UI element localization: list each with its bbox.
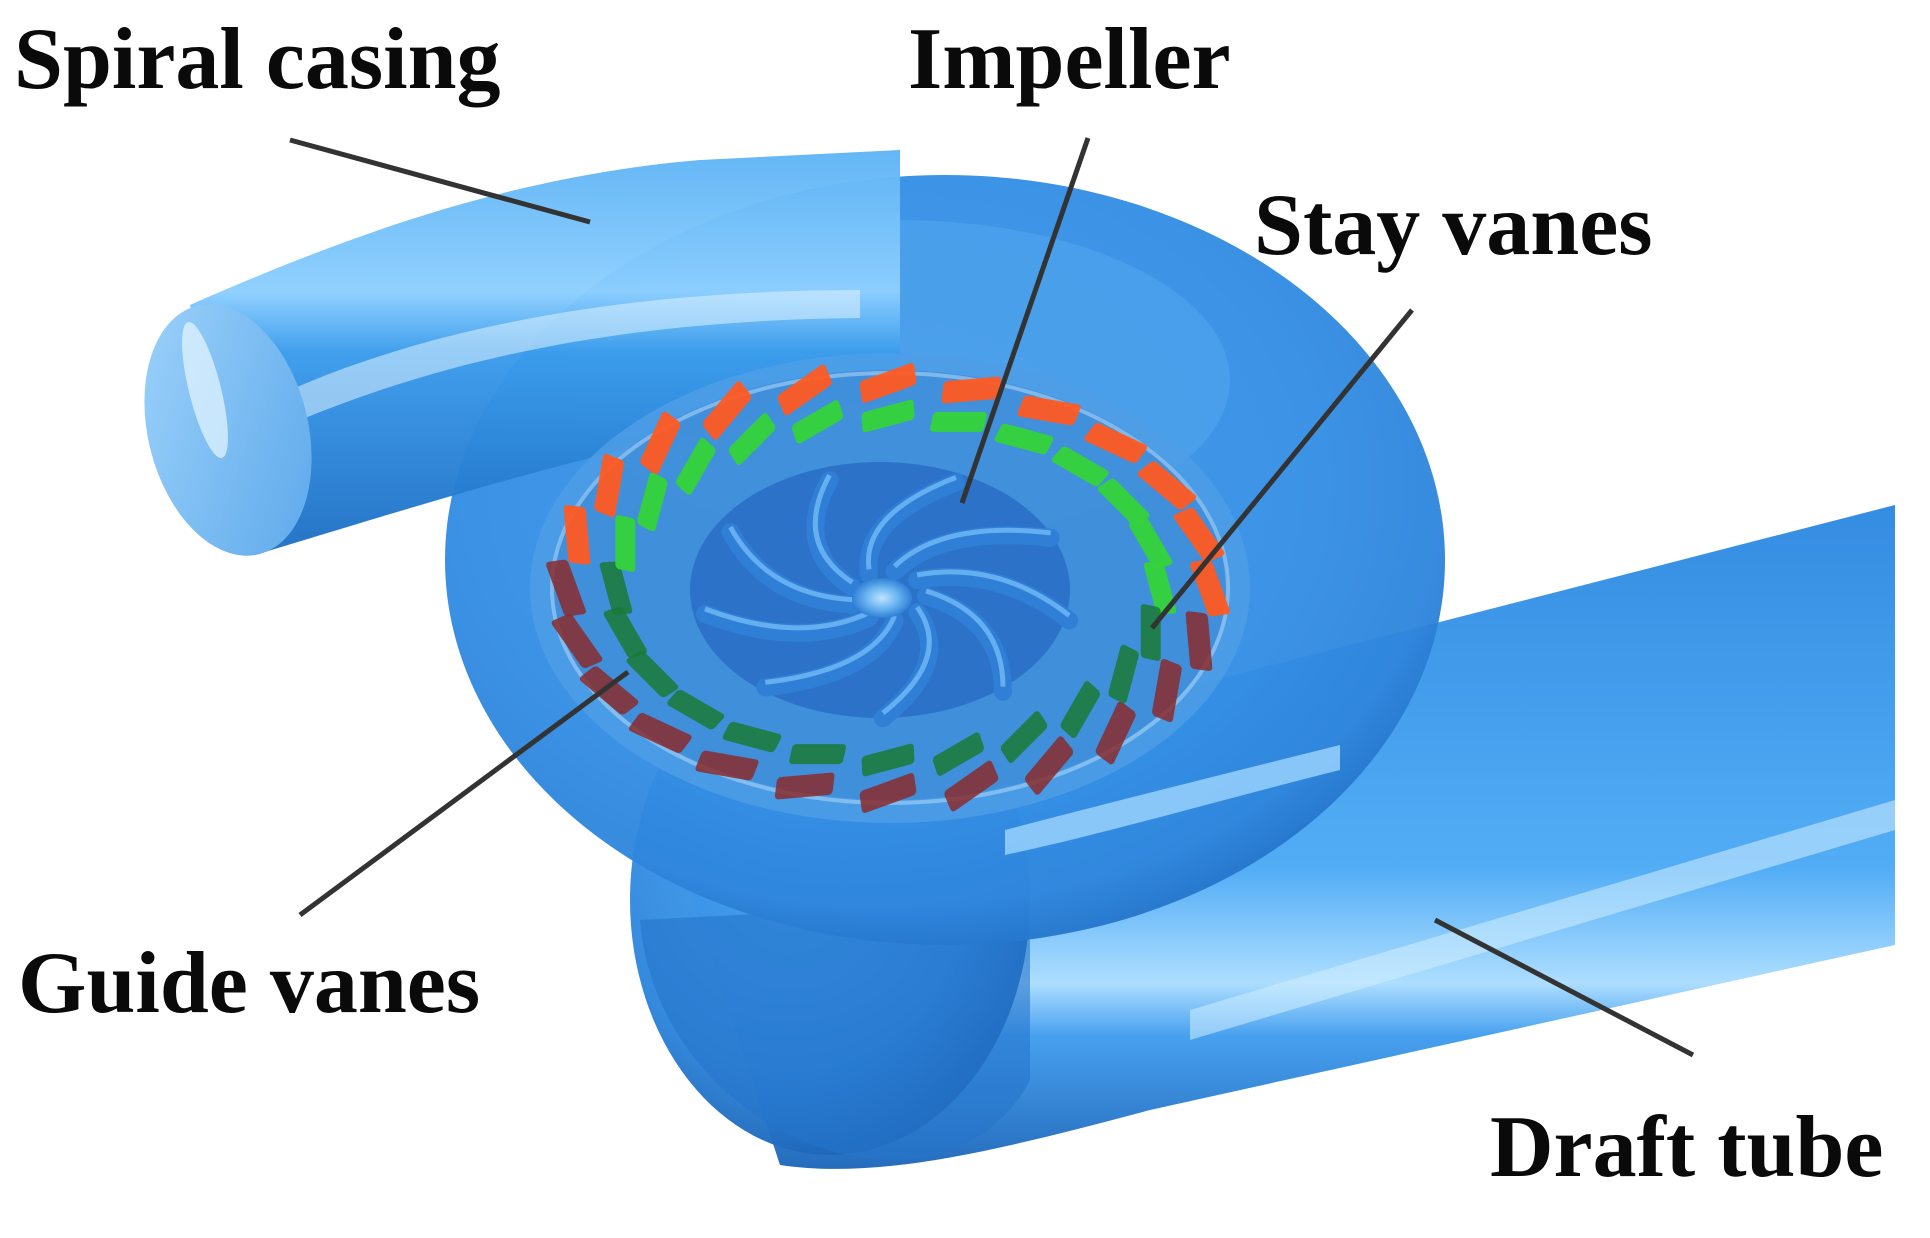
impeller-blade <box>756 611 904 697</box>
guide-vane-ring <box>599 399 1177 777</box>
stay-vane <box>1190 559 1230 617</box>
impeller-blade-highlight <box>881 605 932 716</box>
stay-vane-ring <box>546 363 1230 813</box>
guide-vane <box>861 399 915 433</box>
impeller-blade <box>721 523 862 614</box>
stay-vane <box>546 559 586 617</box>
guide-vane <box>861 743 915 777</box>
stay-vane <box>1185 611 1213 671</box>
stay-vane <box>944 760 999 812</box>
guide-vane <box>930 411 987 432</box>
impeller-blade-highlight <box>865 475 957 570</box>
guide-vane <box>603 606 648 659</box>
stay-vane <box>695 750 759 781</box>
impeller-blade-highlight <box>925 588 1006 687</box>
guide-vane <box>1060 681 1100 739</box>
label-stay-vanes: Stay vanes <box>1254 177 1653 274</box>
impeller-blade-highlight <box>812 474 854 585</box>
impeller-blade <box>908 567 1079 630</box>
impeller-blade-highlight <box>704 606 871 631</box>
stay-vane <box>579 666 639 715</box>
label-guide-vanes: Guide vanes <box>18 935 481 1032</box>
stay-vane <box>563 505 591 565</box>
leader-line-impeller <box>959 137 1091 504</box>
stay-vane <box>640 411 681 475</box>
stay-vane <box>1024 736 1074 795</box>
impeller-blade <box>885 526 1060 581</box>
guide-vane <box>792 400 844 444</box>
guide-vane <box>1097 478 1150 526</box>
draft-tube-highlight <box>1190 800 1895 1040</box>
leader-line-spiral-casing <box>289 137 591 225</box>
stay-vane <box>1137 461 1197 510</box>
guide-vane <box>676 437 716 495</box>
guide-vane <box>1140 604 1161 661</box>
guide-vane <box>728 413 776 465</box>
stay-vane <box>941 376 1002 404</box>
guide-vane <box>599 561 633 615</box>
stay-vane <box>594 453 624 518</box>
guide-vane <box>626 650 679 698</box>
stay-vane <box>702 381 752 440</box>
impeller-hub <box>852 578 912 618</box>
leader-line-stay-vanes <box>1150 308 1414 630</box>
impeller-blade-highlight <box>916 569 1071 618</box>
stay-vane <box>551 614 603 669</box>
guide-vane <box>667 689 725 730</box>
stay-vane <box>859 773 917 813</box>
impeller-blade-highlight <box>892 527 1051 569</box>
stay-vane <box>859 363 917 403</box>
stay-vane <box>774 772 835 800</box>
stay-vane <box>777 364 832 416</box>
guide-vane <box>789 744 846 765</box>
impeller-blade <box>696 604 878 642</box>
impeller-blade-highlight <box>765 614 897 685</box>
impeller-blade-highlight <box>728 525 853 603</box>
label-impeller: Impeller <box>908 11 1231 108</box>
guide-vane <box>615 515 636 572</box>
stay-vane <box>628 713 692 753</box>
leader-line-guide-vanes <box>298 669 630 918</box>
guide-vane <box>932 732 984 776</box>
stay-vane <box>1152 658 1182 723</box>
guide-vane <box>1143 561 1177 615</box>
guide-vane <box>722 721 782 753</box>
guide-vane <box>1128 517 1173 570</box>
impeller <box>696 471 1079 728</box>
guide-vane <box>994 423 1054 455</box>
guide-vane <box>1051 446 1109 487</box>
spiral-casing-inlet <box>190 150 900 555</box>
label-draft-tube: Draft tube <box>1490 1099 1884 1196</box>
stay-vane <box>1084 423 1148 463</box>
guide-vane <box>637 472 668 532</box>
guide-vane <box>1000 711 1048 763</box>
guide-vane <box>1108 644 1139 704</box>
casing-front-lip <box>1005 745 1340 855</box>
leader-line-draft-tube <box>1433 917 1695 1058</box>
stay-vane <box>1017 395 1081 426</box>
label-spiral-casing: Spiral casing <box>14 11 501 108</box>
stay-vane <box>1173 507 1225 562</box>
stay-vane <box>1095 701 1136 765</box>
